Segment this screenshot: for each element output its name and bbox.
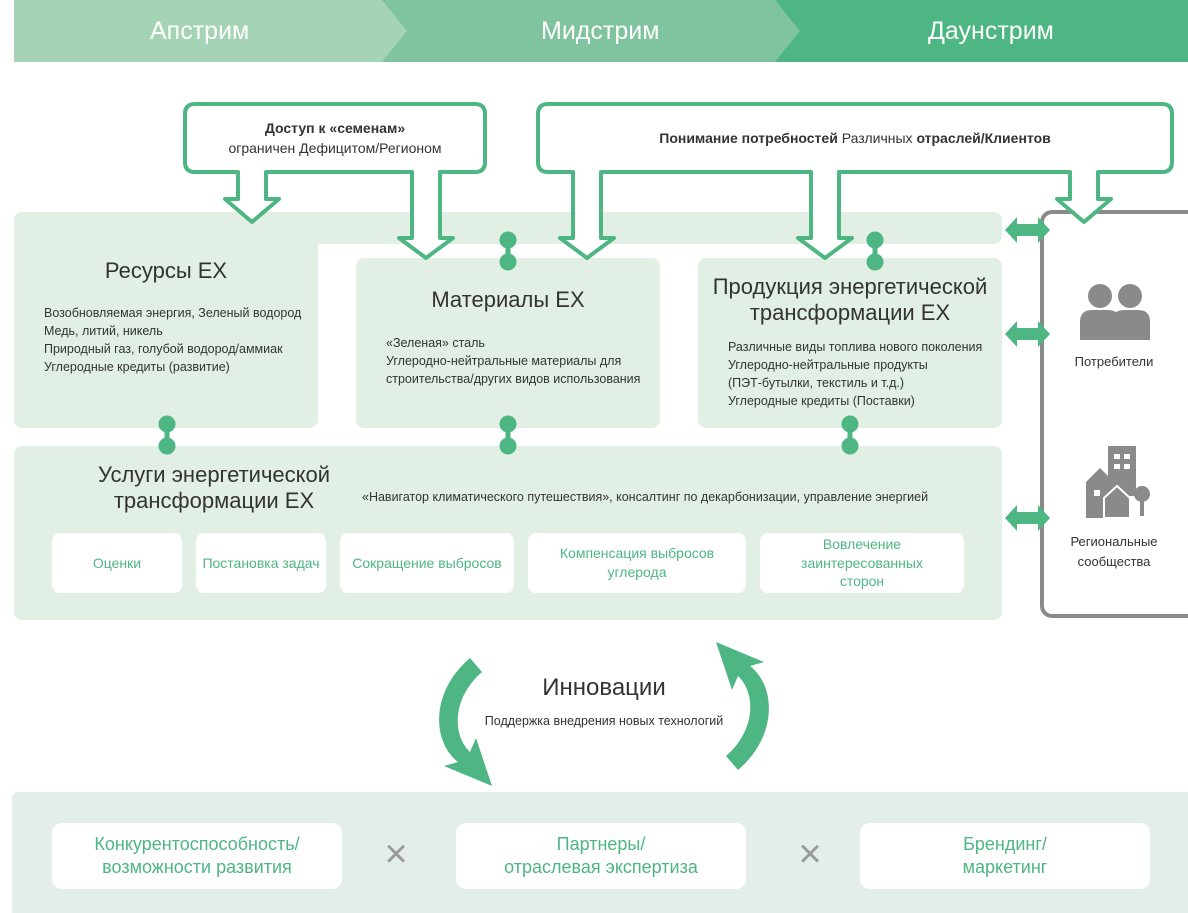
foundation-card-branding-line1: Брендинг/	[963, 833, 1047, 854]
needs-callout-text: Понимание потребностей Различных отрасле…	[545, 128, 1165, 148]
foundation-card-partners-line2: отраслевая экспертиза	[504, 857, 698, 877]
seeds-callout-rest: ограничен Дефицитом/Регионом	[228, 140, 442, 156]
products-item: Различные виды топлива нового поколения	[728, 340, 983, 354]
innovation-arrow-left	[439, 658, 492, 786]
service-card-stakeholder-engagement: Вовлечение заинтересованных сторон	[760, 533, 964, 593]
products-title-line2: трансформации EX	[749, 300, 951, 326]
connector-products-top	[866, 231, 884, 271]
connector-products-services	[841, 415, 859, 455]
connector-resources-services	[158, 415, 176, 455]
service-card-assessments: Оценки	[52, 533, 182, 593]
consumers-icon	[1080, 284, 1150, 340]
needs-callout-normal: Различных	[841, 130, 913, 146]
resources-item: Природный газ, голубой водород/аммиак	[44, 342, 283, 356]
stage-upstream-shape	[14, 0, 412, 62]
foundation-card-branding: Брендинг/ маркетинг	[860, 823, 1150, 889]
stakeholder-frame	[1040, 210, 1188, 618]
products-item: Углеродно-нейтральные продукты	[728, 358, 928, 372]
seeds-callout-bold: Доступ к «семенам»	[264, 120, 406, 136]
foundation-card-competitiveness-line2: возможности развития	[102, 857, 292, 877]
services-title-line1: Услуги энергетической	[97, 462, 331, 487]
service-card-goal-setting: Постановка задач	[196, 533, 326, 593]
service-card-carbon-offset: Компенсация выбросов углерода	[528, 533, 746, 593]
connector-materials-top	[499, 231, 517, 271]
value-chain-banner-shapes	[14, 0, 1188, 62]
products-item: (ПЭТ-бутылки, текстиль и т.д.)	[728, 376, 905, 390]
foundation-card-competitiveness: Конкурентоспособность/ возможности разви…	[52, 823, 342, 889]
needs-callout-bold1: Понимание потребностей	[659, 130, 838, 146]
seeds-callout-shape	[183, 102, 487, 260]
products-panel	[698, 258, 1002, 428]
resources-items: Возобновляемая энергия, Зеленый водород …	[44, 304, 314, 376]
foundation-card-branding-line2: маркетинг	[962, 857, 1048, 877]
needs-callout-bold2: отраслей/Клиентов	[916, 130, 1051, 146]
products-title-line1: Продукция энергетической	[712, 274, 988, 299]
materials-title: Материалы EX	[431, 287, 585, 312]
seeds-callout-text: Доступ к «семенам» ограничен Дефицитом/Р…	[190, 118, 480, 158]
stage-upstream-label: Апстрим	[150, 17, 250, 45]
double-arrow-services	[1005, 505, 1050, 531]
stage-downstream-shape	[775, 0, 1188, 62]
communities-label: Региональные сообщества	[1070, 534, 1158, 569]
materials-panel	[356, 258, 660, 428]
value-chain-banner: Апстрим Мидстрим Даунстрим	[0, 0, 1188, 62]
stage-downstream-label: Даунстрим	[928, 17, 1054, 45]
consumers-label: Потребители	[1074, 354, 1154, 369]
resources-panel	[14, 212, 318, 428]
services-title: Услуги энергетической трансформации EX	[74, 462, 354, 515]
resources-item: Медь, литий, никель	[44, 324, 163, 338]
needs-callout-shape	[536, 102, 1174, 260]
materials-items: «Зеленая» сталь Углеродно-нейтральные ма…	[386, 334, 656, 388]
cross-icon: ×	[384, 832, 408, 876]
foundation-card-partners: Партнеры/ отраслевая экспертиза	[456, 823, 746, 889]
foundation-card-partners-line1: Партнеры/	[556, 833, 646, 854]
resources-item: Углеродные кредиты (развитие)	[44, 360, 230, 374]
services-title-line2: трансформации EX	[113, 488, 315, 514]
connector-materials-services	[499, 415, 517, 455]
resources-item: Возобновляемая энергия, Зеленый водород	[44, 306, 302, 320]
materials-item: строительства/других видов использования	[386, 372, 641, 386]
products-item: Углеродные кредиты (Поставки)	[728, 394, 915, 408]
innovation-title: Инновации	[542, 674, 666, 701]
services-description: «Навигатор климатического путешествия», …	[362, 490, 929, 504]
community-icon	[1086, 446, 1150, 519]
service-card-emission-reduction: Сокращение выбросов	[340, 533, 514, 593]
cross-icon: ×	[798, 832, 822, 876]
products-title: Продукция энергетической трансформации E…	[698, 274, 1002, 327]
stage-midstream-shape	[382, 0, 805, 62]
double-arrow-products	[1005, 321, 1050, 347]
resources-title: Ресурсы EX	[104, 258, 228, 283]
innovation-arrow-right	[716, 642, 769, 770]
innovation-subtitle: Поддержка внедрения новых технологий	[484, 714, 724, 728]
double-arrow-top	[1005, 217, 1050, 243]
products-items: Различные виды топлива нового поколения …	[728, 338, 998, 410]
stage-midstream-label: Мидстрим	[541, 17, 660, 45]
foundation-card-competitiveness-line1: Конкурентоспособность/	[94, 833, 300, 854]
materials-item: Углеродно-нейтральные материалы для	[386, 354, 622, 368]
materials-item: «Зеленая» сталь	[386, 336, 485, 350]
